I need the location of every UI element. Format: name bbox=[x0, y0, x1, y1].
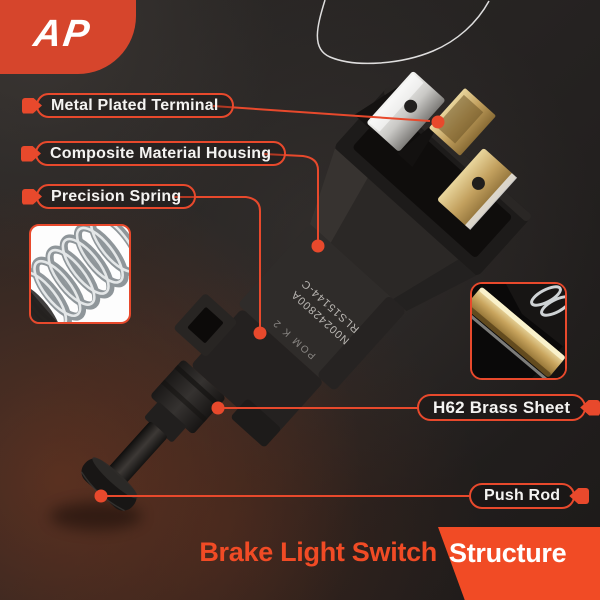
decorative-curve bbox=[316, 0, 490, 65]
tag-icon bbox=[580, 399, 600, 416]
brass-terminal-part bbox=[438, 148, 518, 230]
push-rod-part bbox=[104, 422, 167, 488]
brass-sheet-illustration bbox=[472, 284, 565, 378]
brass-terminal-top bbox=[429, 88, 496, 156]
callout-push-rod: Push Rod bbox=[469, 483, 590, 509]
tag-icon bbox=[22, 188, 42, 205]
callout-label: Precision Spring bbox=[51, 188, 182, 205]
leader-composite-housing bbox=[263, 153, 319, 241]
callout-composite-material-housing: Composite Material Housing bbox=[21, 141, 287, 166]
brand-logo-text: AP bbox=[31, 13, 94, 55]
tag-icon bbox=[569, 488, 590, 504]
brass-sheet-inset-image bbox=[470, 282, 567, 380]
leader-dots bbox=[94, 115, 445, 503]
brand-logo: AP bbox=[0, 0, 136, 74]
footer-title-block-text: Structure bbox=[449, 538, 567, 568]
callout-label: Metal Plated Terminal bbox=[51, 97, 219, 114]
brake-light-switch-photo: N00242800A RLS15144-C POM K 2 bbox=[80, 71, 531, 512]
precision-spring-inset-image bbox=[29, 224, 131, 324]
footer-title-accent: Brake Light Switch bbox=[199, 537, 437, 567]
tag-icon bbox=[21, 145, 41, 162]
leader-lines bbox=[106, 105, 470, 497]
callout-metal-plated-terminal: Metal Plated Terminal bbox=[22, 93, 234, 118]
callout-label: Composite Material Housing bbox=[50, 145, 272, 162]
brass-bar bbox=[472, 287, 565, 378]
leader-precision-spring bbox=[174, 196, 261, 328]
callout-precision-spring: Precision Spring bbox=[22, 184, 197, 209]
tag-icon bbox=[22, 97, 42, 114]
mounting-tab bbox=[174, 294, 237, 357]
leader-metal-plated-terminal bbox=[212, 105, 431, 122]
footer-title-block: Structure bbox=[438, 527, 600, 600]
callout-label: Push Rod bbox=[484, 487, 561, 504]
callout-h62-brass-sheet: H62 Brass Sheet bbox=[417, 394, 600, 421]
callout-label: H62 Brass Sheet bbox=[433, 398, 571, 417]
spring-illustration bbox=[31, 226, 129, 322]
